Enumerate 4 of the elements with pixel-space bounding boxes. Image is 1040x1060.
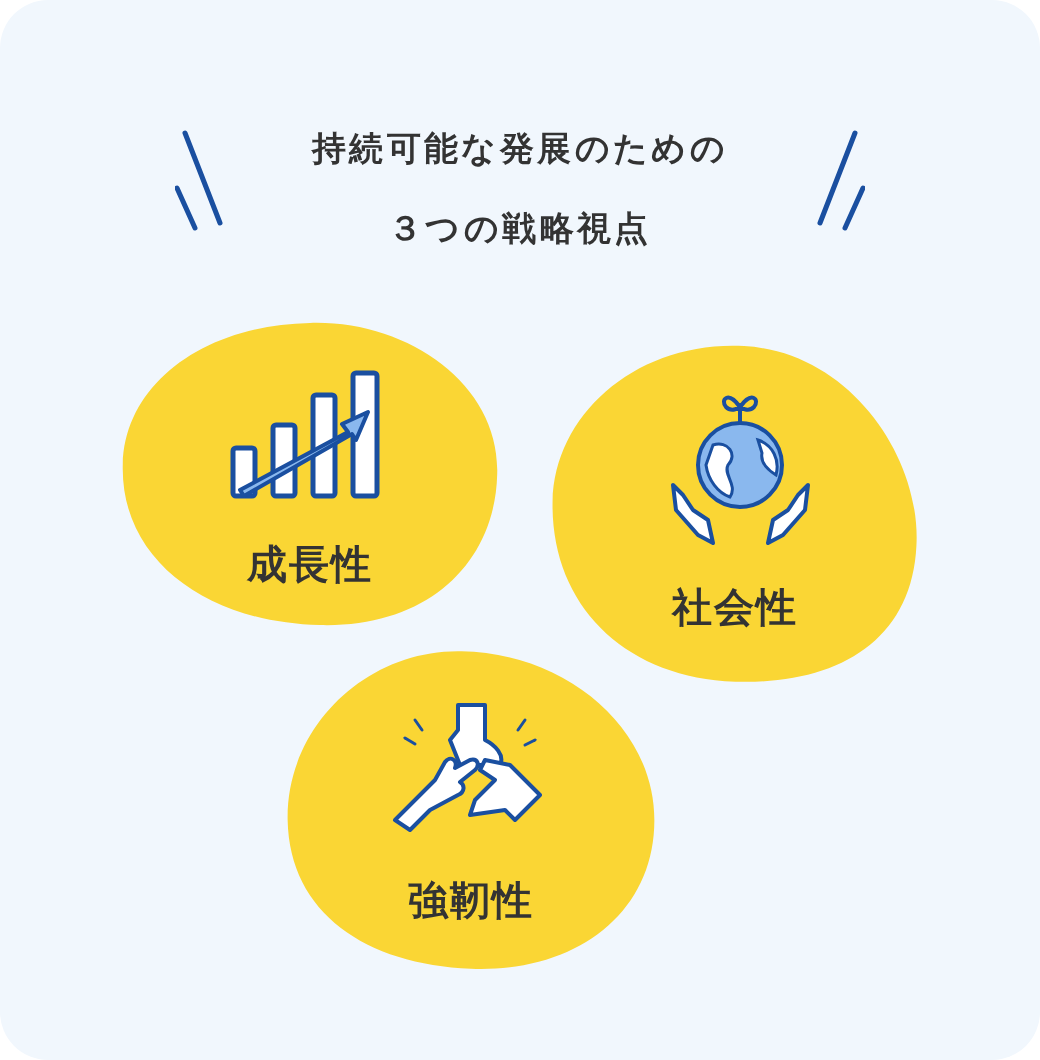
title: 持続可能な発展のための３つの戦略視点 (310, 127, 730, 250)
category-label: 成長性 (247, 540, 373, 589)
category-label: 社会性 (671, 583, 798, 632)
category-label: 強靭性 (408, 876, 534, 925)
